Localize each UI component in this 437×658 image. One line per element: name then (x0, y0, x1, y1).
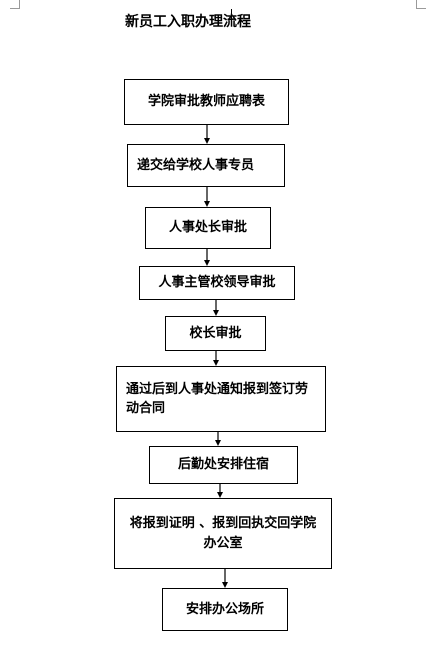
step-box-9: 安排办公场所 (162, 588, 288, 631)
flow-arrow-head-2 (204, 201, 210, 207)
flow-arrow-head-5 (213, 360, 219, 366)
flow-arrow-head-3 (204, 260, 210, 266)
flow-arrow-head-7 (217, 492, 223, 498)
flow-arrow-head-4 (213, 310, 219, 316)
page-corner-mark-left (10, 0, 20, 9)
step-box-5: 校长审批 (165, 316, 266, 351)
step-label-5: 校长审批 (189, 325, 242, 341)
step-box-8: 将报到证明 、报到回执交回学院办公室 (114, 498, 332, 569)
step-label-3: 人事处长审批 (168, 220, 247, 236)
flow-arrow-head-1 (204, 138, 210, 144)
step-label-1: 学院审批教师应聘表 (147, 94, 265, 110)
step-label-8: 将报到证明 、报到回执交回学院办公室 (129, 516, 317, 551)
step-label-2: 递交给学校人事专员 (137, 157, 255, 173)
step-box-4: 人事主管校领导审批 (139, 266, 295, 300)
flow-arrow-head-8 (222, 582, 228, 588)
step-box-2: 递交给学校人事专员 (127, 144, 285, 187)
text-cursor (231, 9, 232, 26)
step-label-9: 安排办公场所 (185, 601, 264, 617)
flowchart-title: 新员工入职办理流程 (125, 14, 251, 30)
step-box-6: 通过后到人事处通知报到签订劳动合同 (116, 366, 326, 432)
step-box-1: 学院审批教师应聘表 (124, 79, 289, 125)
step-box-7: 后勤处安排住宿 (149, 446, 298, 484)
flow-arrow-head-6 (215, 440, 221, 446)
page-corner-mark-right (416, 0, 426, 9)
step-label-7: 后勤处安排住宿 (177, 457, 269, 473)
step-label-4: 人事主管校领导审批 (158, 275, 276, 291)
step-label-6: 通过后到人事处通知报到签订劳动合同 (126, 381, 309, 417)
step-box-3: 人事处长审批 (145, 207, 271, 249)
